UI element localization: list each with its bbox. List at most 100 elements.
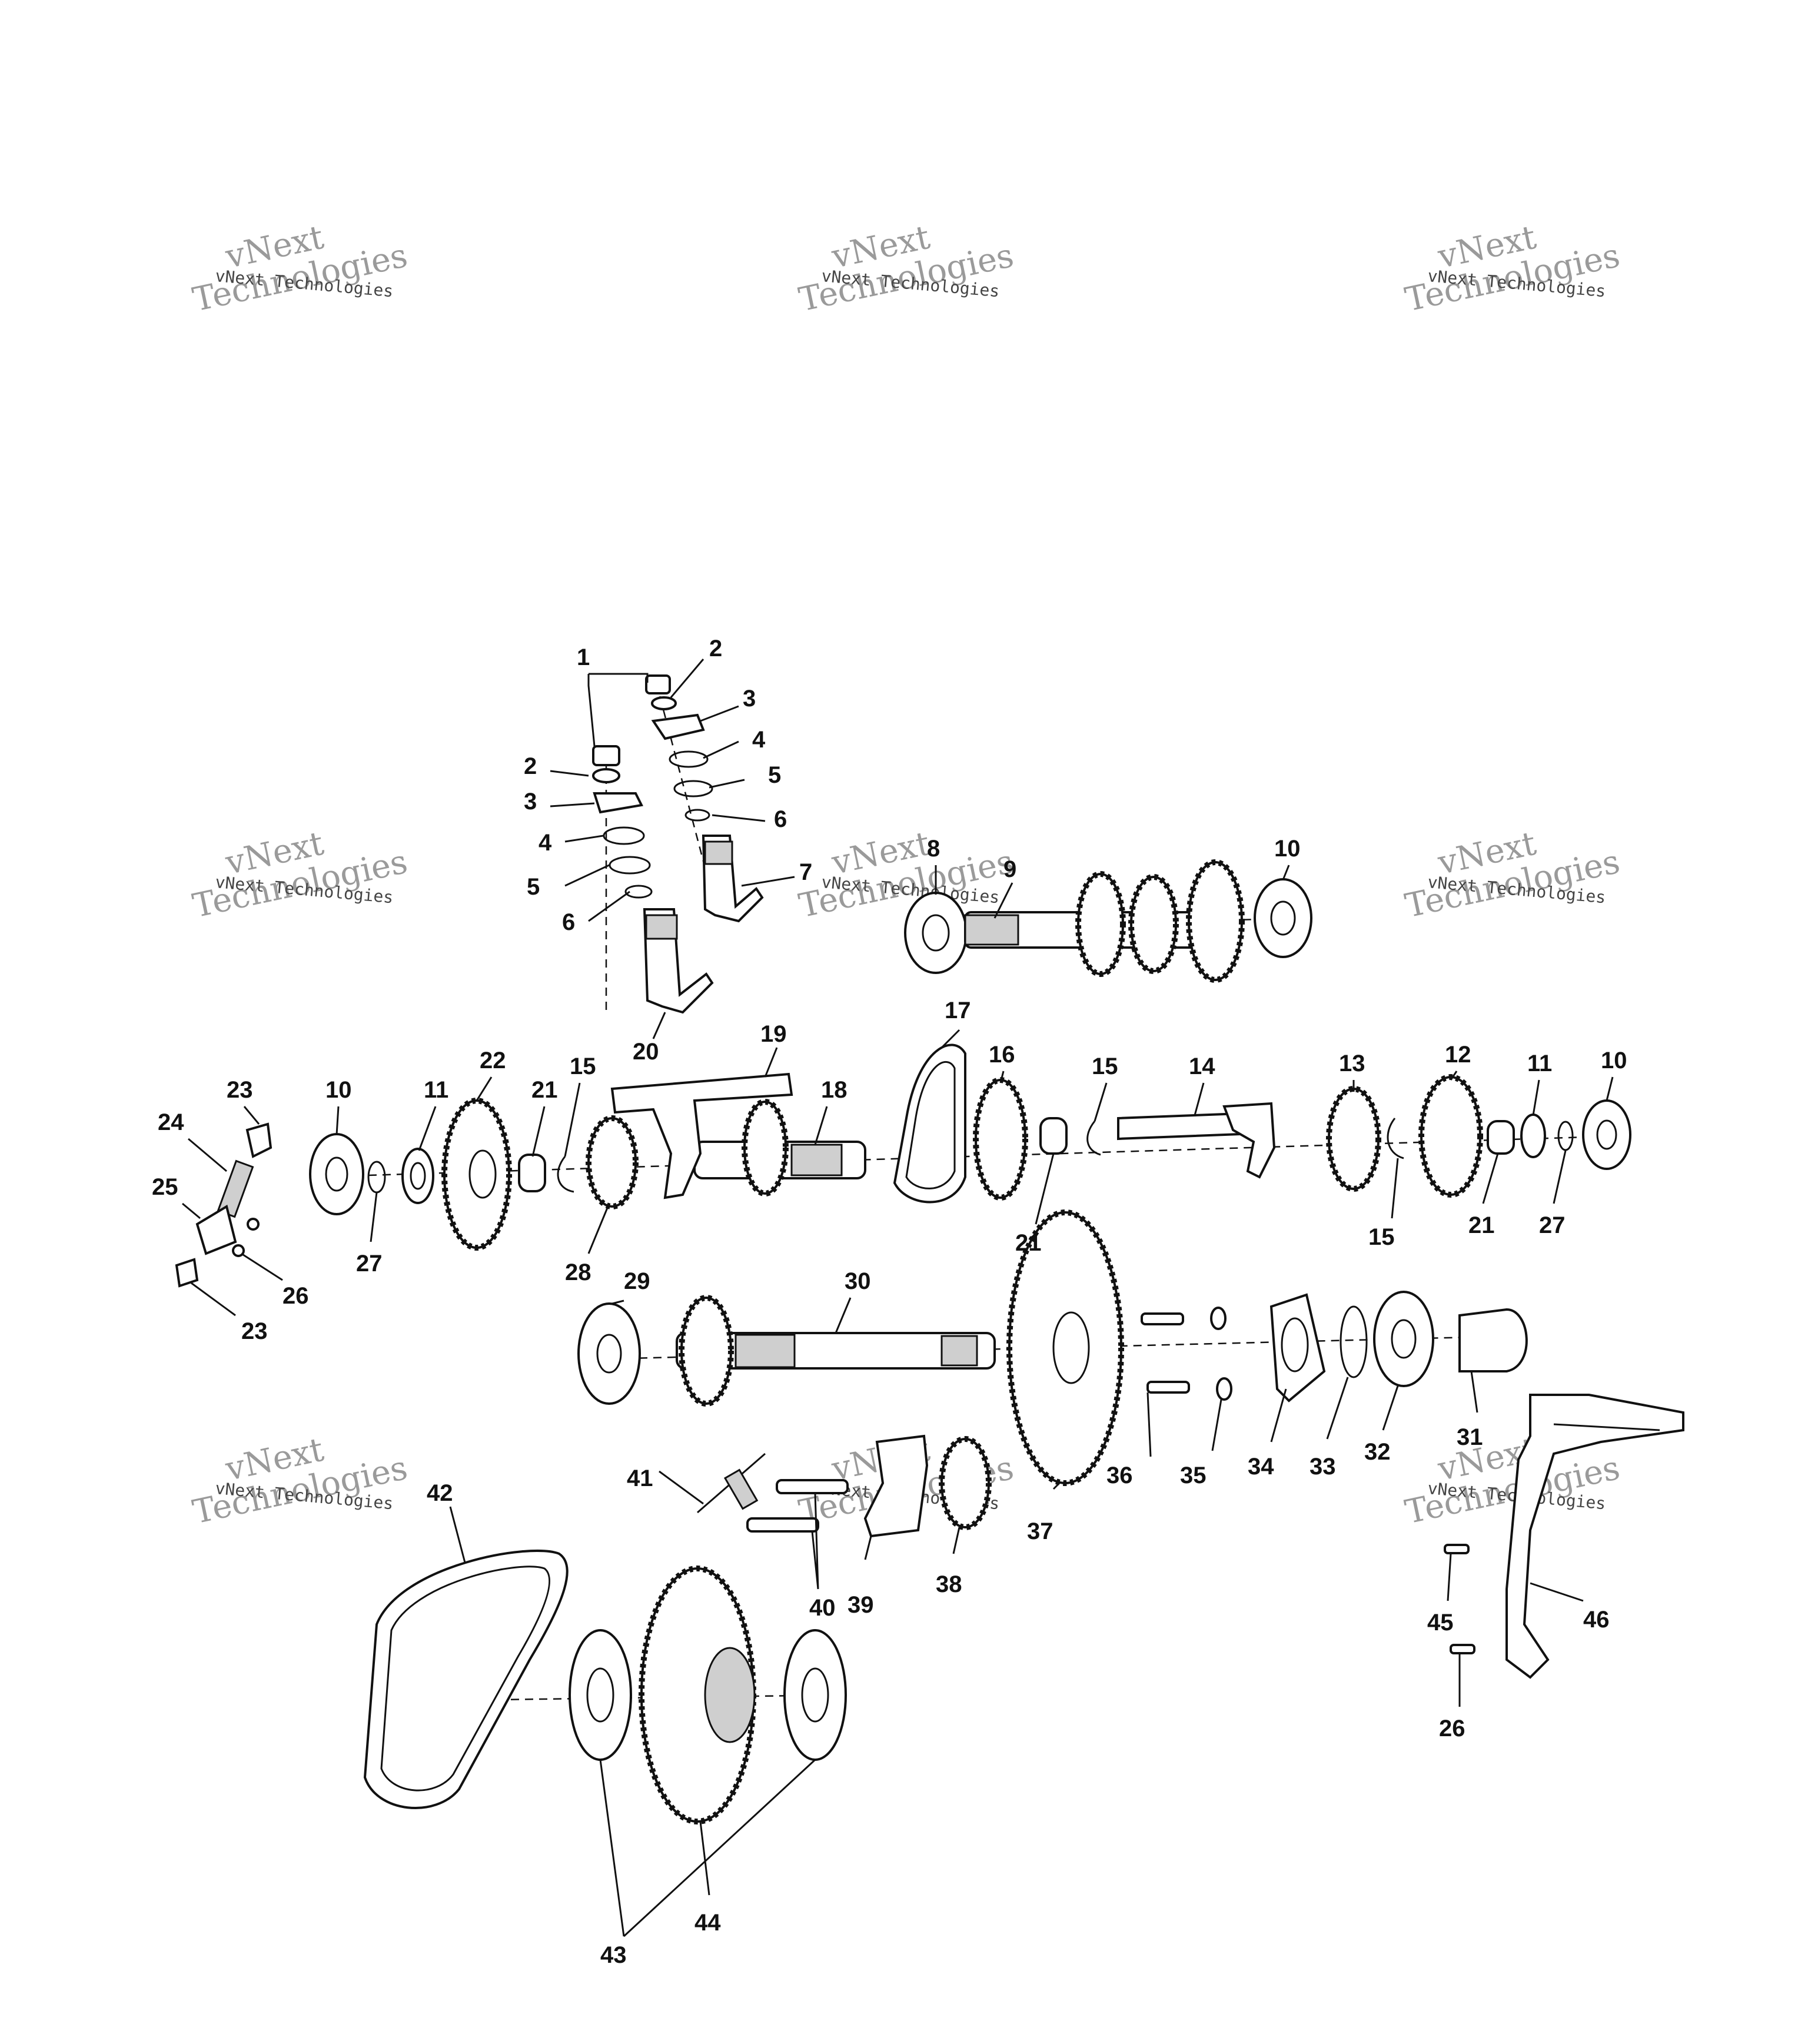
bolt-part	[1146, 1381, 1190, 1394]
o-ring-part	[603, 826, 645, 845]
detent-ball-part	[245, 1122, 272, 1158]
label-part-15: 15	[1368, 1224, 1395, 1250]
circlip-part	[1086, 1121, 1101, 1156]
small-washer-part	[684, 809, 710, 822]
label-part-33: 33	[1310, 1454, 1336, 1480]
watermark-7: vNext Technologies	[190, 1431, 411, 1532]
label-part-26: 26	[282, 1283, 309, 1309]
bearing-part	[1582, 1099, 1631, 1170]
label-part-18: 18	[821, 1077, 848, 1103]
label-part-5: 5	[768, 762, 781, 788]
nut-part	[645, 674, 671, 694]
lock-washer-part	[1216, 1377, 1232, 1401]
label-part-13: 13	[1339, 1051, 1365, 1076]
lever-part	[593, 792, 643, 814]
label-part-36: 36	[1106, 1463, 1133, 1488]
snap-ring-part	[1340, 1305, 1368, 1378]
label-part-21: 21	[531, 1077, 558, 1103]
bolt-part	[1141, 1312, 1184, 1325]
bearing-retainer-part	[1269, 1293, 1326, 1402]
label-part-20: 20	[633, 1039, 659, 1065]
label-part-14: 14	[1189, 1053, 1215, 1079]
idler-assembly	[697, 1434, 992, 1538]
watermark-6: vNext Technologies	[1402, 825, 1623, 926]
bearing-part	[309, 1133, 364, 1215]
bearing-part	[1373, 1291, 1434, 1387]
shifter-assembly-left	[592, 745, 714, 1014]
shift-fork-part	[1222, 1102, 1276, 1179]
shaft-spline	[940, 1335, 978, 1367]
detent-assembly	[175, 1122, 272, 1288]
label-part-25: 25	[152, 1174, 178, 1200]
label-part-15: 15	[570, 1053, 596, 1079]
drive-belt-part	[363, 1550, 569, 1810]
seal-ring-part	[673, 780, 713, 797]
thrust-washer-part	[1520, 1114, 1546, 1158]
label-part-3: 3	[524, 789, 537, 815]
bearing-part	[1254, 878, 1312, 958]
thrust-washer-part	[401, 1148, 434, 1204]
label-part-1: 1	[577, 644, 590, 670]
washer-part	[651, 696, 677, 710]
shift-bracket-part	[1505, 1394, 1684, 1679]
torsion-spring-part	[723, 1468, 759, 1510]
idler-arm-part	[863, 1434, 929, 1538]
leader-lines	[182, 659, 1614, 1937]
label-part-4: 4	[752, 727, 766, 753]
lever-part	[651, 713, 705, 740]
label-part-34: 34	[1248, 1454, 1274, 1480]
watermark-4: vNext Technologies	[190, 825, 411, 926]
label-part-45: 45	[1427, 1610, 1454, 1636]
nut-part	[592, 745, 620, 766]
shaft-spline	[734, 1334, 796, 1368]
screw-part	[1450, 1644, 1475, 1654]
watermark-5: vNext Technologies	[796, 825, 1017, 926]
bushing-part	[1487, 1120, 1515, 1155]
shaft-spline	[645, 914, 678, 940]
counter-shaft-assembly	[904, 859, 1312, 983]
label-part-17: 17	[945, 998, 971, 1023]
bushing-part	[518, 1154, 546, 1192]
label-part-29: 29	[624, 1268, 650, 1294]
label-part-31: 31	[1457, 1424, 1483, 1450]
label-part-21: 21	[1468, 1212, 1495, 1238]
bearing-part	[783, 1629, 847, 1761]
snap-ring-part	[1557, 1121, 1574, 1151]
label-part-10: 10	[1601, 1048, 1627, 1073]
label-part-19: 19	[760, 1021, 787, 1047]
drive-chain-part	[893, 1043, 966, 1204]
lock-washer-part	[1210, 1307, 1227, 1330]
detent-ball-part	[175, 1258, 199, 1288]
label-part-35: 35	[1180, 1463, 1207, 1488]
label-part-32: 32	[1364, 1439, 1391, 1465]
bearing-part	[577, 1302, 641, 1405]
shaft-spline	[704, 840, 733, 865]
label-part-5: 5	[527, 874, 540, 900]
label-part-3: 3	[743, 686, 756, 712]
label-part-2: 2	[524, 753, 537, 779]
shaft-spline	[964, 914, 1019, 946]
label-part-27: 27	[356, 1251, 383, 1277]
screw-part	[247, 1218, 260, 1231]
shifter-assembly-right	[645, 674, 764, 923]
gear-part	[743, 1101, 787, 1195]
label-part-30: 30	[845, 1268, 871, 1294]
label-part-41: 41	[627, 1465, 653, 1491]
pin-part	[746, 1517, 819, 1533]
watermark-2: vNext Technologies	[796, 218, 1017, 320]
drive-belt-assembly	[363, 1550, 847, 1824]
label-part-8: 8	[927, 836, 940, 862]
label-part-26: 26	[1439, 1716, 1465, 1741]
label-part-2: 2	[709, 636, 722, 662]
label-part-24: 24	[158, 1109, 184, 1135]
label-part-11: 11	[1527, 1051, 1552, 1076]
shaft-spline	[790, 1144, 843, 1176]
label-part-15: 15	[1092, 1053, 1118, 1079]
watermark-3: vNext Technologies	[1402, 218, 1623, 320]
label-part-4: 4	[539, 830, 552, 856]
label-part-44: 44	[694, 1910, 721, 1936]
bearing-part	[569, 1629, 632, 1761]
output-hub-part	[1458, 1308, 1528, 1372]
washer-part	[592, 768, 620, 783]
detent-plate-part	[195, 1204, 237, 1255]
